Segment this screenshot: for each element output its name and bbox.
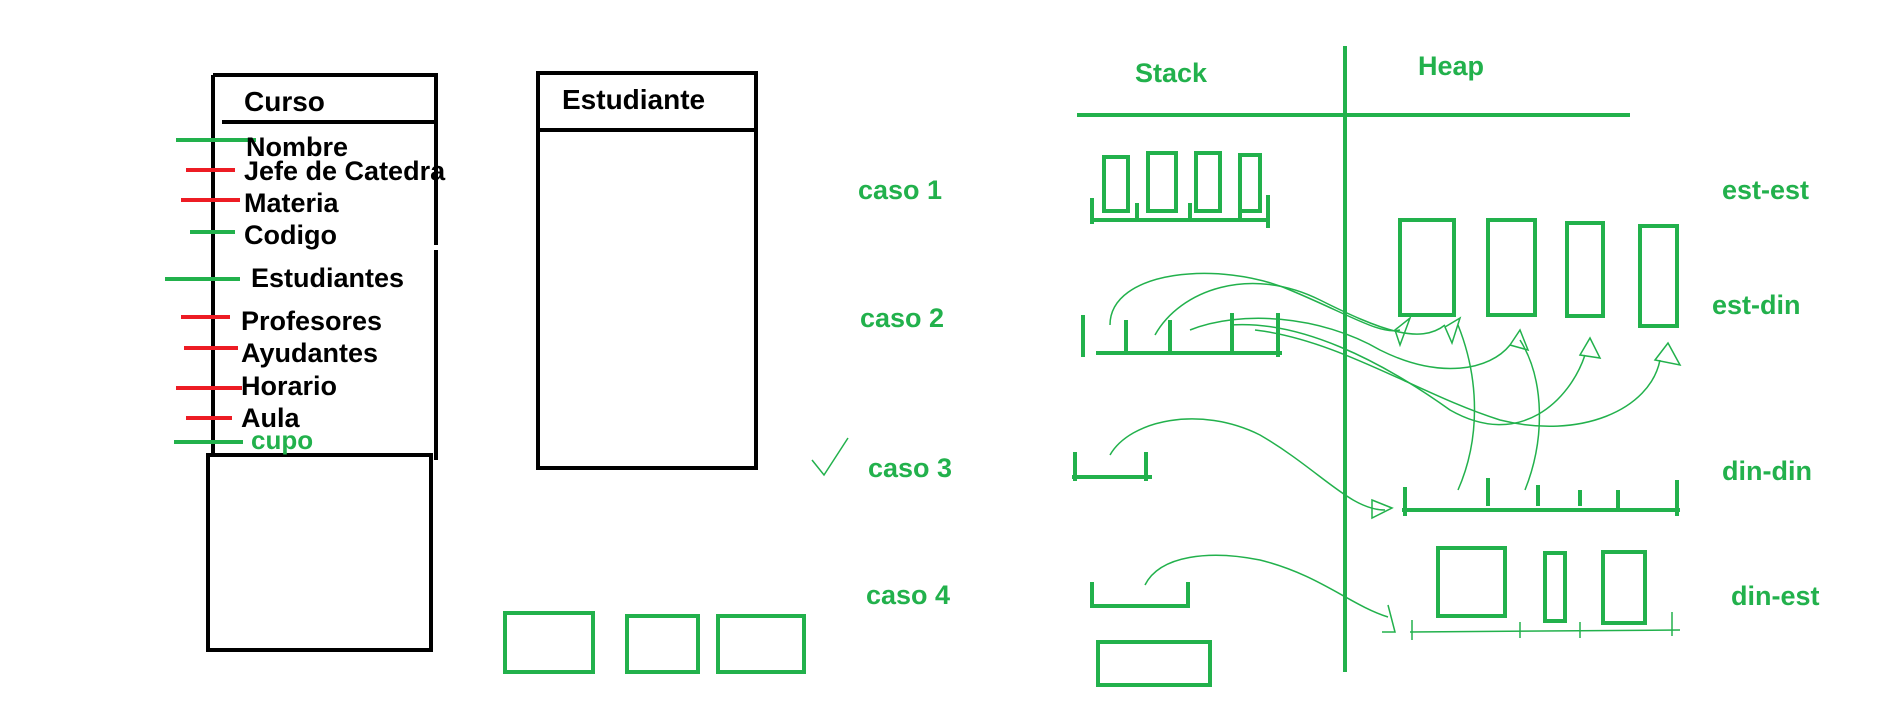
- caso4-structures: [1090, 546, 1647, 687]
- caso3-structures: [1072, 452, 1680, 516]
- case-3-heap-label: din-din: [1722, 456, 1812, 486]
- attribute-ayudantes: Ayudantes: [241, 338, 379, 368]
- caso4-stack-box: [1096, 640, 1212, 687]
- instance-box-3: [716, 614, 806, 674]
- case-4-label: caso 4: [866, 580, 951, 610]
- attribute-estudiantes: Estudiantes: [251, 263, 405, 293]
- attribute-marks: [165, 138, 256, 444]
- caso4-heap-array: [1144, 554, 1681, 640]
- estudiante-class-box: [536, 71, 758, 470]
- instance-box-2: [625, 614, 700, 674]
- curso-title: Curso: [244, 86, 325, 117]
- instance-box-1: [503, 611, 595, 674]
- checkmark-icon: [811, 437, 849, 477]
- curso-methods-box: [206, 453, 433, 652]
- heap-label: Heap: [1418, 51, 1485, 81]
- attribute-codigo: Codigo: [244, 220, 337, 250]
- caso2-pointers: [1109, 272, 1682, 491]
- caso3-pointer: [1109, 418, 1394, 520]
- estudiante-title: Estudiante: [562, 84, 706, 115]
- attribute-nombre: Nombre: [246, 132, 349, 162]
- attribute-horario: Horario: [241, 371, 338, 401]
- case-2-label: caso 2: [860, 303, 945, 333]
- case-4-heap-label: din-est: [1731, 581, 1820, 611]
- case-2-heap-label: est-din: [1712, 290, 1801, 320]
- memory-axes: [1077, 46, 1630, 672]
- caso2-stack-array: [1081, 313, 1282, 357]
- case-1-heap-label: est-est: [1722, 175, 1810, 205]
- attribute-jefe-de-catedra: Jefe de Catedra: [244, 156, 446, 186]
- case-1-label: caso 1: [858, 175, 943, 205]
- attribute-profesores: Profesores: [241, 306, 383, 336]
- stack-label: Stack: [1135, 58, 1208, 88]
- attribute-materia: Materia: [244, 188, 339, 218]
- estudiante-instances: [503, 611, 806, 674]
- caso1-stack-array: [1090, 151, 1270, 228]
- case-3-label: caso 3: [868, 453, 953, 483]
- heap-objects-row1: [1398, 218, 1679, 328]
- attribute-cupo: cupo: [251, 425, 314, 455]
- attribute-aula: Aula: [241, 403, 300, 433]
